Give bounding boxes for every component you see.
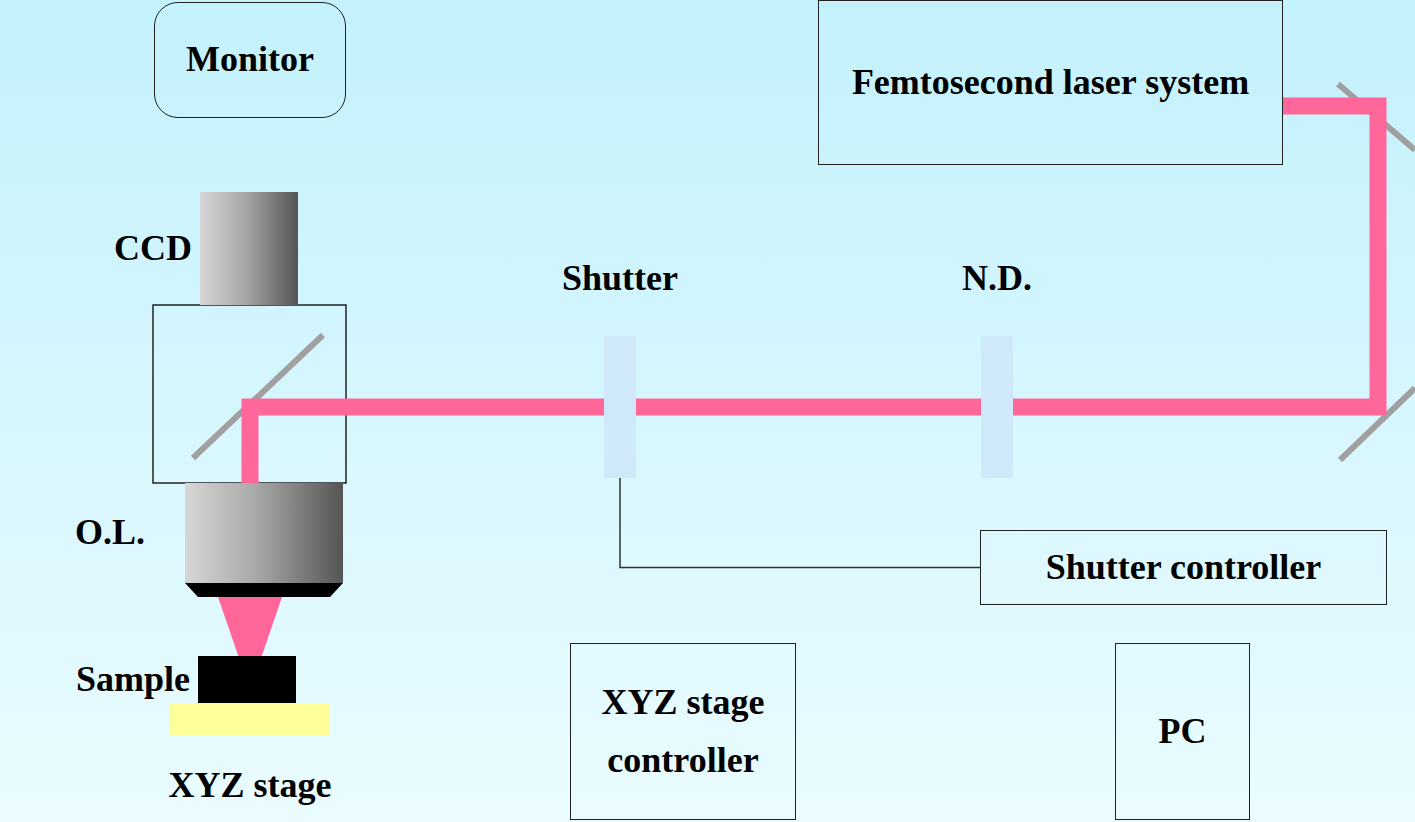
monitor-box: Monitor <box>154 2 346 118</box>
objective-lens: O.L. <box>185 483 343 583</box>
shutter-plate: Shutter <box>604 336 636 478</box>
laser-beam <box>1013 106 1378 407</box>
laser-beam <box>636 399 981 416</box>
part-label: XYZ stage <box>169 757 332 815</box>
box-label: PC <box>1149 703 1217 761</box>
controller-box: XYZ stage controller <box>570 643 796 820</box>
part-label: O.L. <box>75 504 145 562</box>
part-label: Sample <box>76 651 190 709</box>
laser-beam <box>636 407 981 408</box>
box-label: Monitor <box>176 31 324 89</box>
control-wire <box>620 478 980 568</box>
part-label: N.D. <box>962 250 1032 308</box>
laser-beam <box>250 407 604 483</box>
nd-filter: N.D. <box>981 336 1013 478</box>
part-label: Shutter <box>562 250 678 308</box>
controller-box: Shutter controller <box>980 530 1387 605</box>
control-wire <box>620 478 980 568</box>
pc-box: PC <box>1115 643 1250 820</box>
ccd-camera: CCD <box>200 192 298 305</box>
laser-beam <box>250 407 604 483</box>
box-label: XYZ stage controller <box>571 674 795 789</box>
box-label: Femtosecond laser system <box>842 54 1259 112</box>
lens-tip <box>185 583 343 597</box>
part-label: CCD <box>114 220 192 278</box>
sample-block: Sample <box>198 656 296 703</box>
laser-beam <box>1013 106 1378 407</box>
xyz-stage: XYZ stage <box>170 703 330 735</box>
box-label: Shutter controller <box>1036 539 1332 597</box>
laser-box: Femtosecond laser system <box>818 0 1283 165</box>
